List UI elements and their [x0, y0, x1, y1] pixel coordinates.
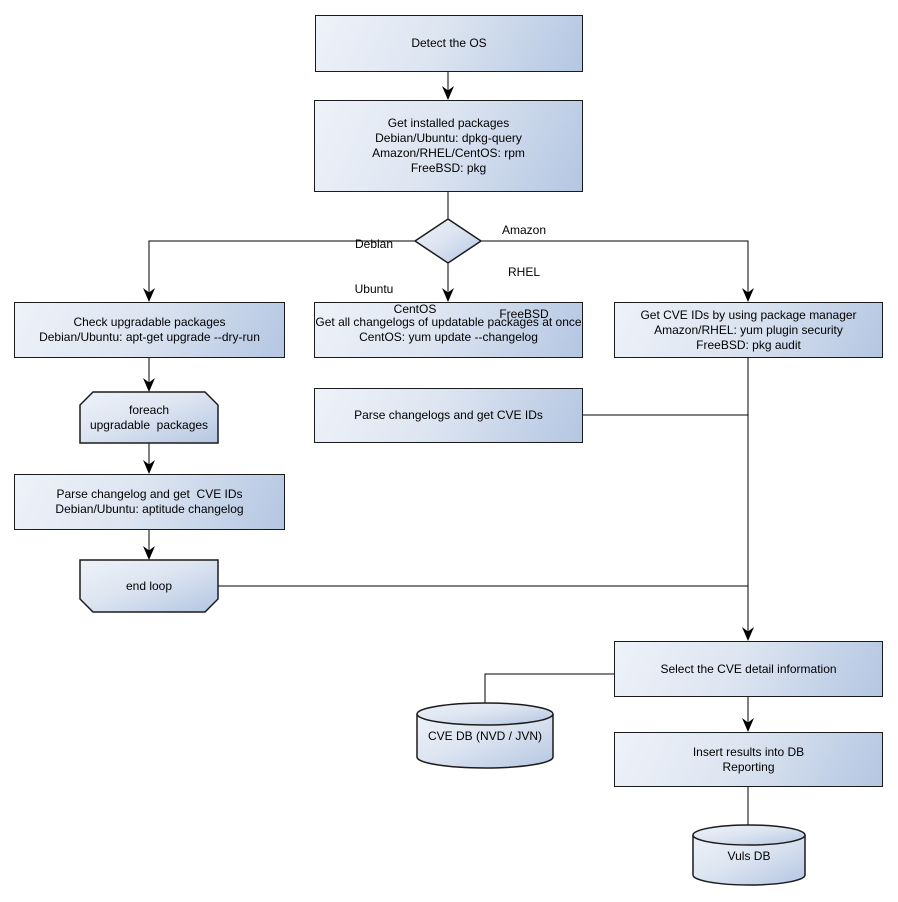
edge-label-centos: CentOS [386, 274, 444, 344]
node-text: FreeBSD: pkg [410, 161, 487, 175]
edge-decision-to-get-cve-ids [481, 240, 754, 302]
node-text: Get CVE IDs by using package manager [640, 307, 857, 322]
end-loop-label: end loop [80, 560, 218, 612]
edge-label-text: Amazon [501, 223, 547, 237]
node-parse-changelog-debian: Parse changelog and get CVE IDs Debian/U… [14, 474, 285, 530]
node-select-cve-detail: Select the CVE detail information [614, 641, 883, 697]
node-text: Debian/Ubuntu: dpkg-query [375, 131, 522, 145]
node-text: Debian/Ubuntu: aptitude changelog [55, 502, 244, 516]
node-text: Debian/Ubuntu: apt-get upgrade --dry-run [39, 330, 260, 344]
vuls-db-label: Vuls DB [693, 827, 805, 885]
node-text: Amazon/RHEL: yum plugin security [654, 322, 843, 337]
edge-cvedb-to-select [484, 673, 614, 703]
node-text: Reporting [722, 759, 775, 774]
edge-label-text: FreeBSD [499, 307, 549, 321]
node-get-installed-packages: Get installed packages Debian/Ubuntu: dp… [314, 100, 583, 192]
foreach-loop-label: foreach upgradable packages [80, 392, 218, 443]
node-text: Select the CVE detail information [660, 661, 837, 676]
node-text: Insert results into DB [692, 744, 805, 759]
node-text: Vuls DB [727, 848, 771, 863]
edge-label-text: CentOS [393, 302, 437, 316]
node-text: Detect the OS [411, 36, 487, 50]
cve-db-cylinder [416, 702, 554, 769]
edge-label-text: Ubuntu [354, 282, 394, 296]
node-text: Check upgradable packages [73, 315, 226, 329]
node-text: Get all changelogs of updatable packages… [315, 315, 582, 329]
edge-decision-to-check-upgradable [143, 240, 415, 302]
node-text: CentOS: yum update --changelog [359, 330, 538, 344]
node-get-cve-ids-package-manager: Get CVE IDs by using package manager Ama… [614, 302, 883, 358]
node-text: Amazon/RHEL/CentOS: rpm [372, 146, 525, 160]
node-text: Get installed packages [387, 116, 510, 130]
node-get-all-changelogs: Get all changelogs of updatable packages… [314, 302, 583, 358]
node-insert-results: Insert results into DB Reporting [614, 732, 883, 787]
node-text: end loop [125, 578, 173, 593]
edge-label-text: RHEL [507, 265, 540, 279]
node-text: Parse changelog and get CVE IDs [56, 487, 243, 501]
end-loop-shape [79, 559, 219, 613]
node-parse-changelogs: Parse changelogs and get CVE IDs [314, 388, 583, 443]
os-decision-diamond [413, 218, 483, 264]
node-text: foreach [128, 402, 170, 417]
edge-label-text: Debian [354, 237, 394, 251]
node-text: Parse changelogs and get CVE IDs [354, 408, 543, 422]
edge-label-debian-ubuntu: Debian Ubuntu [340, 207, 408, 327]
cve-db-label: CVE DB (NVD / JVN) [417, 705, 553, 768]
node-text: FreeBSD: pkg audit [696, 337, 801, 352]
edge-label-amazon-rhel-freebsd: Amazon RHEL FreeBSD [489, 195, 559, 349]
node-text: upgradable packages [89, 417, 209, 432]
node-check-upgradable-packages: Check upgradable packages Debian/Ubuntu:… [14, 302, 285, 358]
node-text: CVE DB (NVD / JVN) [427, 729, 542, 743]
node-detect-os: Detect the OS [315, 15, 583, 72]
foreach-loop-shape [79, 391, 219, 444]
vuls-db-cylinder [692, 824, 806, 886]
